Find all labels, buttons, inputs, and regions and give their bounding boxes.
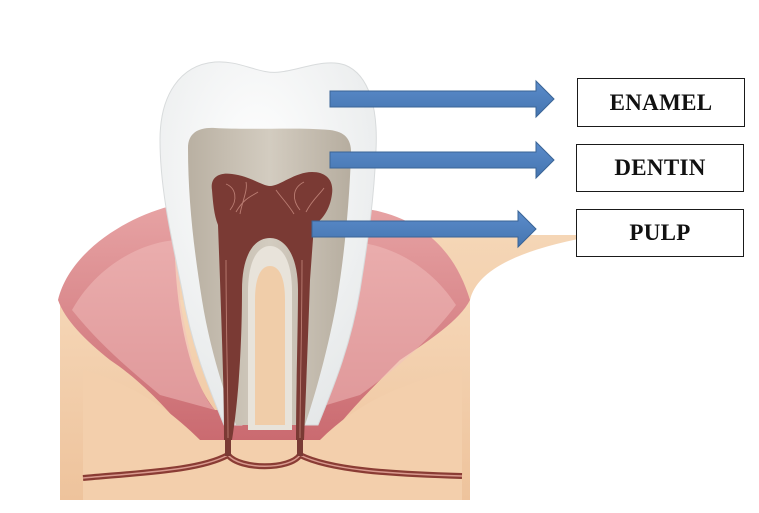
gum-inner: [72, 240, 215, 410]
nerve-canal-highlight: [82, 454, 463, 479]
pulp-chamber: [211, 172, 333, 440]
pulp-root-gap: [255, 266, 285, 425]
label-dentin: DENTIN: [576, 144, 744, 192]
label-dentin-text: DENTIN: [614, 155, 706, 180]
gum-inner-right: [310, 242, 456, 410]
label-pulp-text: PULP: [629, 220, 691, 245]
label-enamel: ENAMEL: [577, 78, 745, 127]
arrow-enamel: [329, 79, 555, 119]
label-enamel-text: ENAMEL: [609, 89, 713, 115]
arrow-pulp: [311, 209, 537, 249]
label-pulp: PULP: [576, 209, 744, 257]
arrow-dentin: [329, 140, 555, 180]
pulp-nerves: [225, 181, 325, 439]
